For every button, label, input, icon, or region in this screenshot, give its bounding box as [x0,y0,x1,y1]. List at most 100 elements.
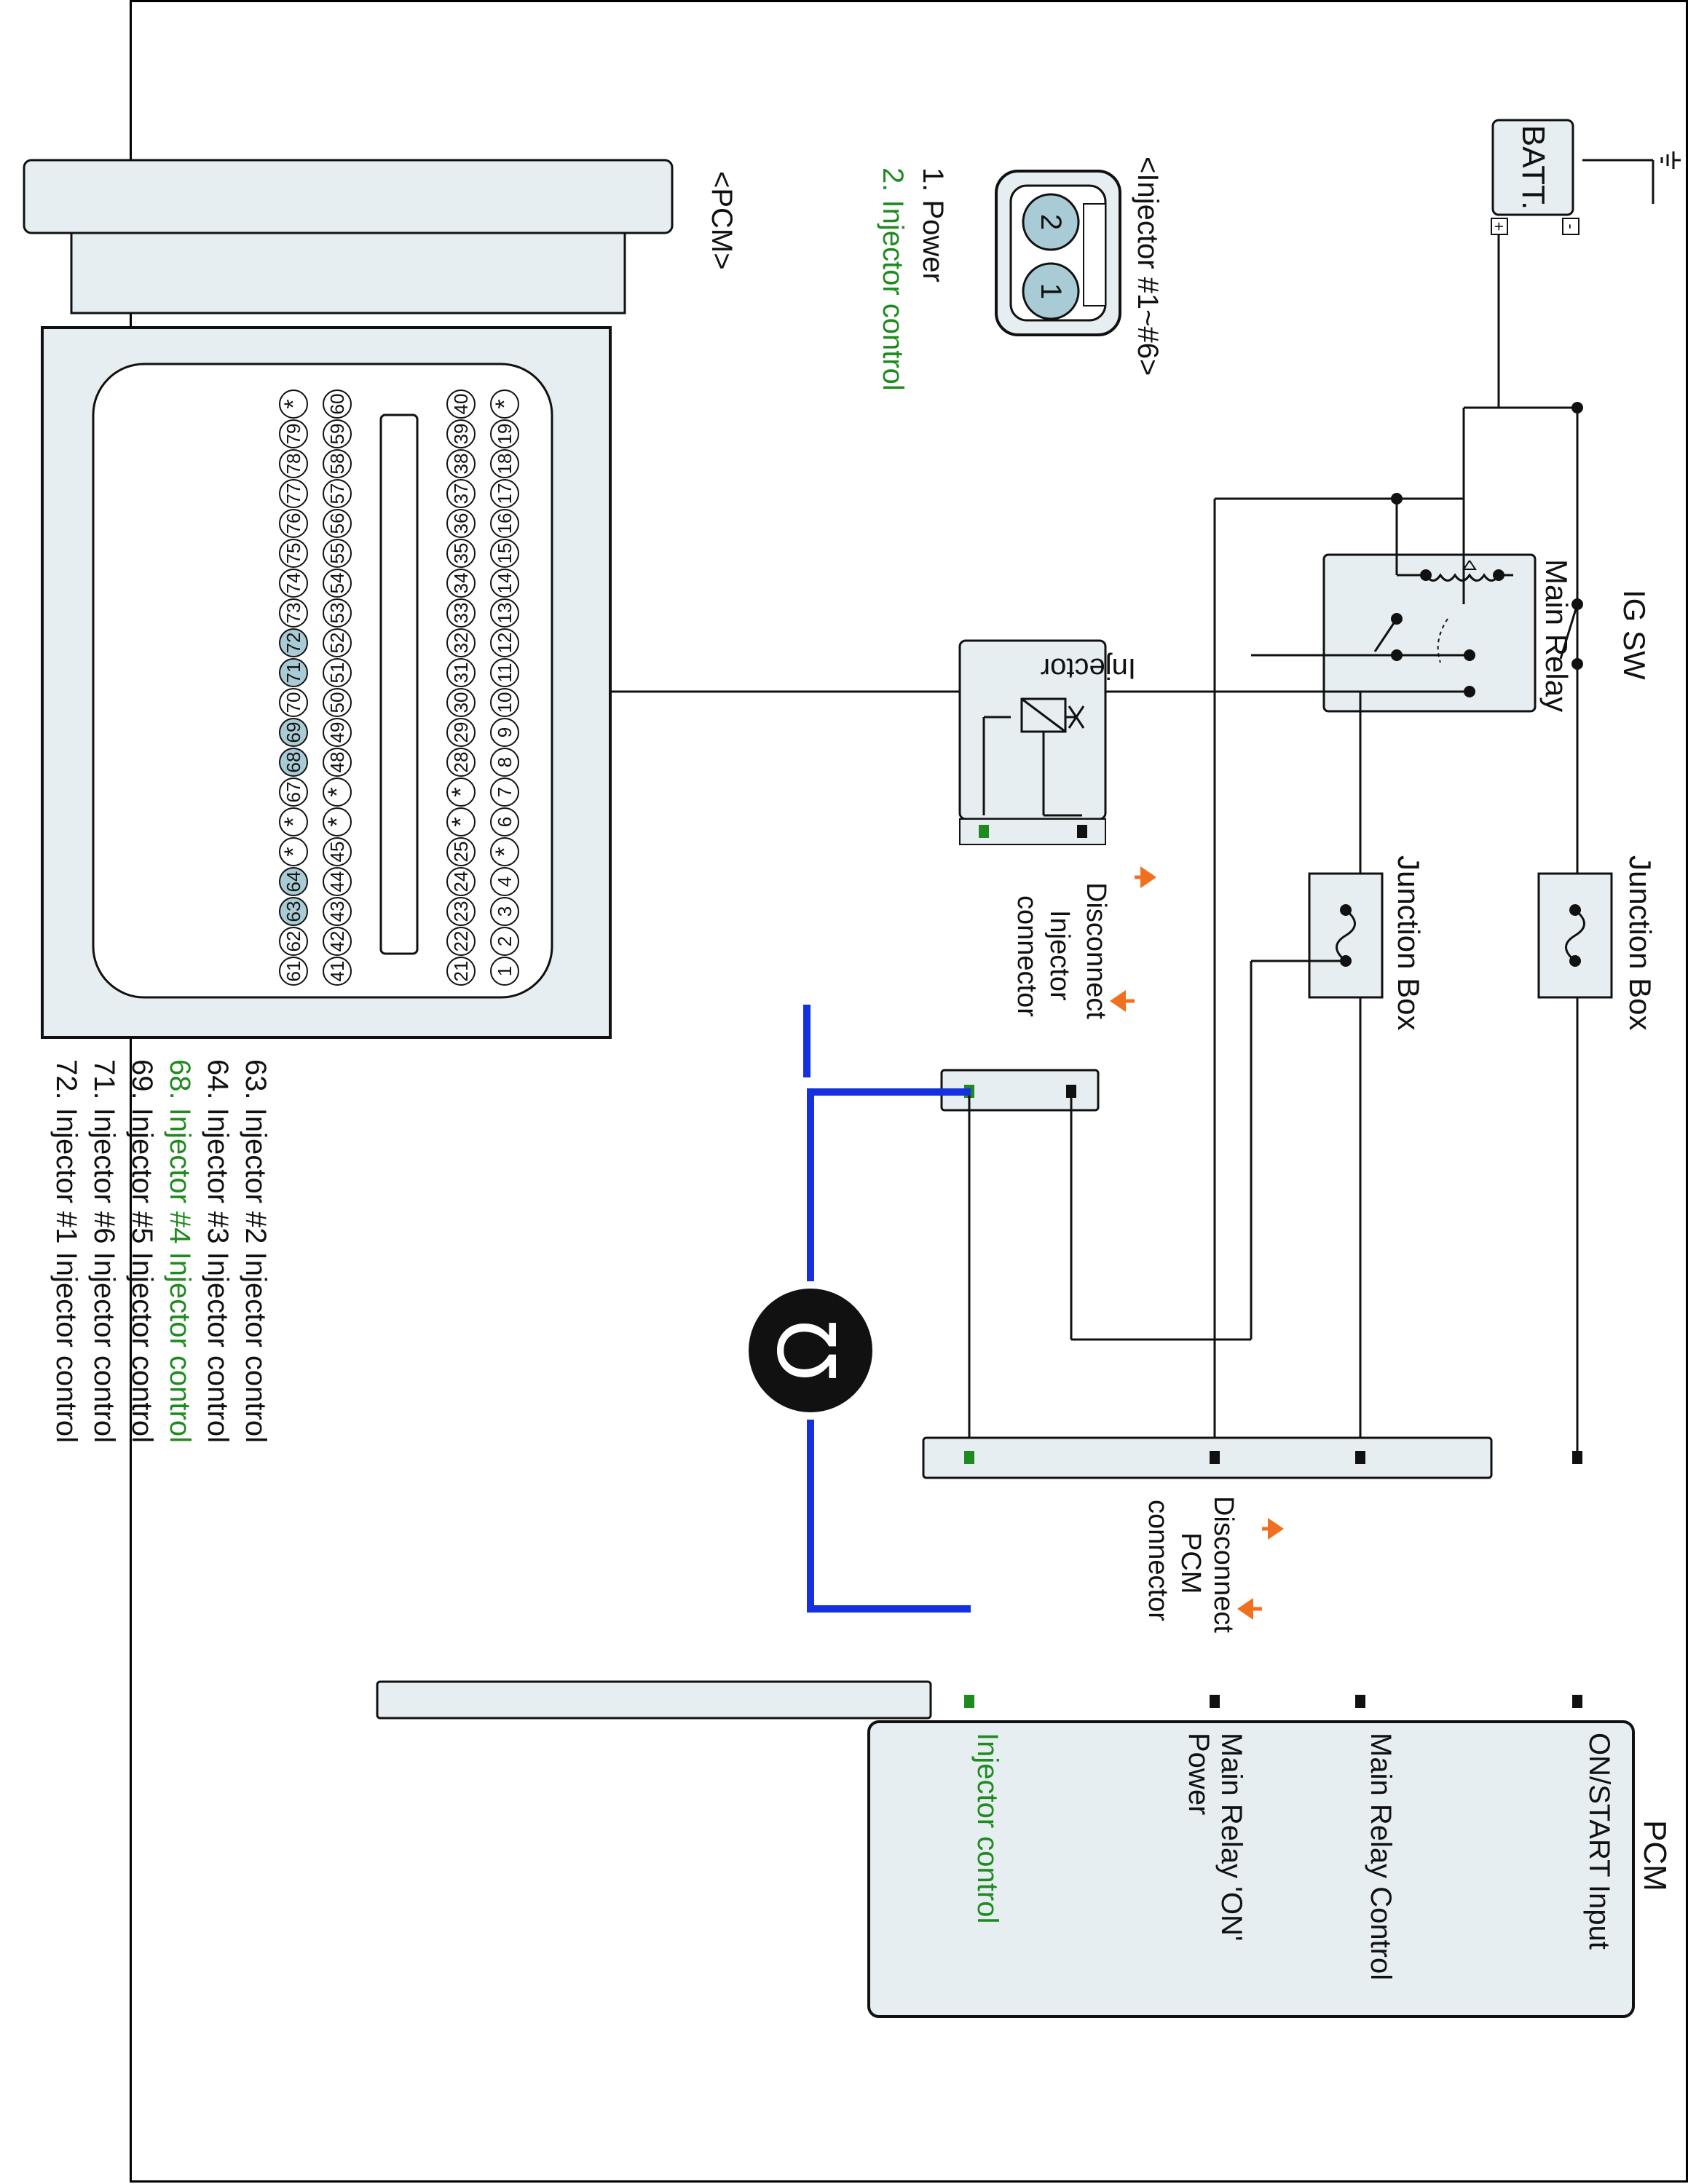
pcm-pin [279,628,308,657]
disconnect-injector-line3: connector [1011,895,1042,1017]
pcm-pin [279,509,308,538]
pcm-pin [323,718,352,747]
pcm-pin [279,569,308,598]
pcm-pin [490,509,519,538]
pcm-pin-label: 56 [326,513,348,534]
disconnect-pcm-arrows [1237,1518,1284,1620]
pcm-pin-label: * [280,817,307,826]
pcm-pin [490,867,519,896]
battery-minus: - [1562,223,1580,229]
pcm-pin-grid: *191817161514131211109876*43214039383736… [279,389,519,986]
pcm-pin [279,389,308,419]
pcm-main-relay-control: Main Relay Control [1365,1733,1397,1980]
pcm-pin [279,598,308,628]
pcm-pin-label: * [323,817,351,826]
pcm-pin [446,389,476,419]
pcm-pin-label: 60 [326,394,348,415]
pcm-pin [446,837,476,866]
pcm-pin [446,628,476,657]
disconnect-injector-line2: Injector [1044,910,1075,1001]
pcm-connector-title: <PCM> [706,171,738,270]
pcm-pin-label: 72 [283,633,304,654]
pcm-pin-label: * [280,847,307,856]
pcm-pin [279,539,308,568]
pcm-pin-label: 30 [450,692,472,713]
disconnect-injector-arrows [1110,866,1156,1012]
pcm-pin-list-item: 72. Injector #1 Injector control [50,1059,82,1443]
pcm-pin [446,807,476,836]
pcm-pin-label: 50 [326,692,348,713]
pcm-pin [323,897,352,926]
pcm-pin-label: 45 [326,842,348,863]
pcm-pin-label: * [491,399,518,408]
pcm-pin-label: 32 [450,633,472,654]
battery-box [1491,119,1574,216]
pcm-pin-label: * [447,787,475,796]
pcm-pin [446,419,476,448]
disconnect-pcm-line3: connector [1143,1500,1173,1621]
pcm-pin-label: 54 [326,573,348,594]
pcm-pin [323,419,352,448]
fuse-icon [1336,909,1356,962]
pcm-pin [279,658,308,687]
pcm-pin [490,778,519,807]
pcm-pin [323,628,352,657]
pcm-pin [279,688,308,717]
pcm-pin [490,897,519,926]
pcm-pin-label: 55 [326,543,348,564]
pcm-pin [279,748,308,777]
injector-pin-2-desc: 2. Injector control [877,167,909,391]
pcm-pin [323,658,352,687]
pcm-pin-label: 14 [494,573,516,594]
pcm-pin-list-item: 64. Injector #3 Injector control [202,1059,234,1443]
pcm-pin-label: 52 [326,633,348,654]
pcm-pin [490,688,519,717]
pcm-pin [490,807,519,836]
injector-connector-tab [959,818,1106,845]
pcm-pin-label: 28 [450,752,472,773]
pcm-pin [446,449,476,478]
pcm-pin [490,539,519,568]
pcm-pin [490,628,519,657]
pcm-pin [490,748,519,777]
pcm-pin [279,479,308,508]
pcm-pin [490,419,519,448]
pcm-pin-label: 3 [494,906,516,917]
pcm-pin-list-item: 71. Injector #6 Injector control [88,1059,120,1443]
pcm-pin-label: * [447,817,475,826]
pcm-pin [323,449,352,478]
battery: - + BATT. [1490,119,1681,235]
pcm-pin-label: 57 [326,483,348,505]
pcm-pin-label: 22 [450,931,472,952]
pcm-pin [279,419,308,448]
injector-pin-1-desc: 1. Power [917,167,949,282]
pcm-pin [446,688,476,717]
pcm-pin-label: * [323,787,351,796]
pcm-pin [323,569,352,598]
junction-box-1-label: Junction Box [1623,855,1657,1030]
pcm-main-relay-on-power-line2: Power [1183,1733,1215,1815]
pcm-pin-label: 18 [494,454,516,475]
junction-box-1: Junction Box [1537,855,1657,1030]
injector-pin-1 [1022,262,1080,320]
pcm-pin-label: 12 [494,633,516,654]
pcm-pin [323,479,352,508]
pcm-pin [490,569,519,598]
pcm-pin-label: 35 [450,543,472,564]
pcm-pin [323,957,352,986]
pcm-pin-label: 33 [450,603,472,624]
test-lead-upper [807,1088,967,1281]
test-lead-lower [807,1420,967,1613]
battery-plus: + [1490,222,1508,232]
pcm-pin [446,778,476,807]
pcm-pin [446,748,476,777]
pcm-pin-label: 51 [326,662,348,684]
pcm-pin [490,389,519,419]
pcm-main-relay-on-power-line1: Main Relay 'ON' [1215,1733,1247,1941]
pcm-pin [490,658,519,687]
pcm-pin-label: 63 [283,901,304,922]
pcm-pin-label: 73 [283,603,304,624]
battery-label: BATT. [1515,125,1551,210]
fuse-icon [1565,909,1585,962]
